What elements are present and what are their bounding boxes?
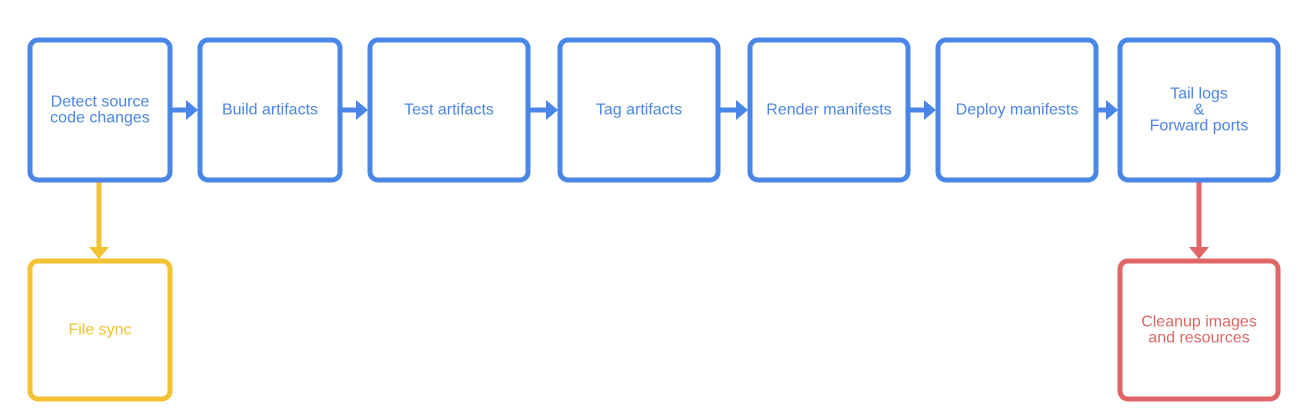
node-label: code changes xyxy=(50,110,150,127)
node-box xyxy=(197,37,343,183)
node-box xyxy=(747,37,911,183)
node-label: Deploy manifests xyxy=(956,102,1079,119)
node-box xyxy=(1117,258,1281,402)
connector-detect-to-sync xyxy=(89,182,109,259)
connector-tag-to-render xyxy=(720,100,748,120)
node-sync: File sync xyxy=(27,258,173,402)
node-label: Forward ports xyxy=(1150,118,1249,135)
node-deploy: Deploy manifests xyxy=(935,37,1099,183)
connector-render-to-deploy xyxy=(910,100,936,120)
connector-detect-to-build xyxy=(172,100,198,120)
node-box xyxy=(367,37,531,183)
arrowhead-right-icon xyxy=(546,100,558,120)
connector-tail-to-cleanup xyxy=(1189,182,1209,259)
node-label: Cleanup images xyxy=(1141,314,1257,331)
node-tail: Tail logs&Forward ports xyxy=(1117,37,1281,183)
arrowhead-right-icon xyxy=(356,100,368,120)
node-label: Tail logs xyxy=(1170,86,1228,103)
node-test: Test artifacts xyxy=(367,37,531,183)
node-label: Test artifacts xyxy=(404,102,494,119)
node-box xyxy=(557,37,721,183)
connector-deploy-to-tail xyxy=(1098,100,1118,120)
node-box xyxy=(1117,37,1281,183)
arrowhead-down-icon xyxy=(89,247,109,259)
node-label: and resources xyxy=(1148,330,1249,347)
connector-test-to-tag xyxy=(530,100,558,120)
node-tag: Tag artifacts xyxy=(557,37,721,183)
node-box xyxy=(27,37,173,183)
node-label: Build artifacts xyxy=(222,102,318,119)
arrowhead-right-icon xyxy=(1106,100,1118,120)
node-label: File sync xyxy=(68,322,131,339)
node-label: & xyxy=(1194,102,1205,119)
node-build: Build artifacts xyxy=(197,37,343,183)
arrowhead-right-icon xyxy=(736,100,748,120)
node-label: Tag artifacts xyxy=(596,102,682,119)
node-label: Render manifests xyxy=(766,102,891,119)
arrowhead-right-icon xyxy=(186,100,198,120)
arrowhead-down-icon xyxy=(1189,247,1209,259)
arrowhead-right-icon xyxy=(924,100,936,120)
node-box xyxy=(935,37,1099,183)
node-render: Render manifests xyxy=(747,37,911,183)
node-box xyxy=(27,258,173,402)
connector-build-to-test xyxy=(342,100,368,120)
node-label: Detect source xyxy=(51,94,150,111)
connectors xyxy=(89,100,1209,259)
